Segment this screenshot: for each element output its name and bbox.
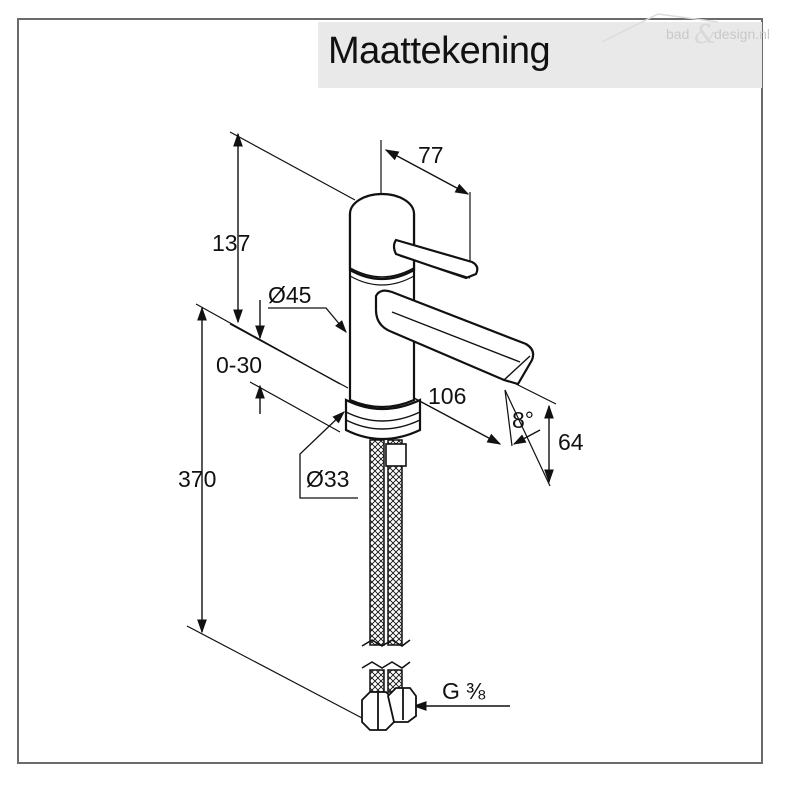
hose-break-top — [361, 639, 411, 647]
ext-line-deck — [195, 303, 341, 385]
label-137: 137 — [212, 230, 250, 256]
page-title: Maattekening — [328, 30, 551, 72]
watermark-text-design: design.nl — [714, 26, 771, 42]
ext-line-base — [249, 381, 341, 433]
dim-8deg-line-a — [504, 389, 513, 447]
label-8-degrees: 8° — [512, 407, 534, 433]
dim-33-leader — [299, 411, 358, 499]
title-band — [318, 22, 762, 88]
ext-line-spout-end — [515, 383, 557, 405]
dim-45-leader — [268, 307, 347, 333]
faucet-lever — [392, 238, 479, 280]
label-64: 64 — [558, 429, 584, 455]
hose-right — [387, 439, 403, 646]
label-diameter-33: Ø33 — [306, 466, 349, 492]
hose-left — [369, 439, 385, 646]
label-77: 77 — [418, 142, 444, 168]
drawing-frame — [17, 18, 763, 764]
label-thread-g: G — [442, 678, 460, 704]
faucet-spout — [374, 289, 535, 386]
ext-line-bottom — [186, 625, 363, 719]
watermark-logo: bad & design.nl — [598, 2, 798, 50]
faucet-base-ring — [344, 398, 422, 440]
dim-8deg-arrow — [512, 429, 541, 445]
hose-break-bottom — [361, 661, 411, 669]
ext-line-106-right — [504, 389, 551, 487]
dim-77-line — [384, 149, 470, 195]
watermark-ampersand: & — [694, 20, 718, 50]
label-thread-fraction: ⅜ — [466, 678, 486, 704]
ext-line-top — [229, 131, 356, 201]
label-106: 106 — [428, 383, 466, 409]
watermark-text-bad: bad — [666, 26, 690, 42]
label-370: 370 — [178, 466, 216, 492]
label-diameter-45: Ø45 — [268, 282, 311, 308]
hose-tip — [385, 443, 407, 467]
watermark-house-icon — [601, 13, 719, 43]
label-0-30: 0-30 — [216, 352, 262, 378]
connection-nuts — [361, 687, 417, 731]
